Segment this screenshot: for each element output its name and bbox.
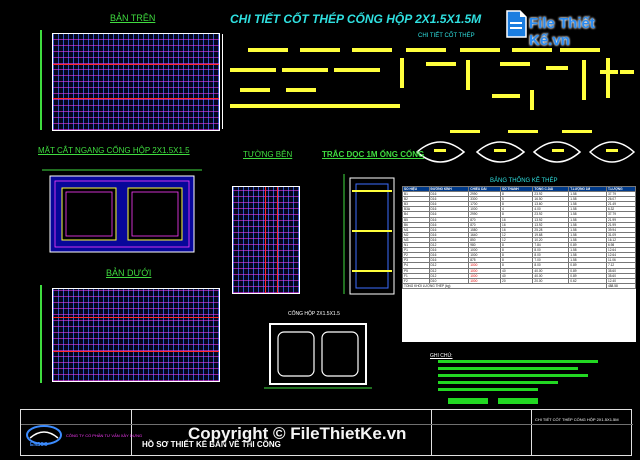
column-header: T.LƯỢNG (606, 185, 636, 193)
ensco-logo-icon (26, 425, 62, 445)
bottom-plan-view (52, 288, 220, 382)
dimension-line (40, 30, 42, 130)
longitudinal-label: TRẮC DỌC 1M ỐNG CỐNG (322, 150, 425, 159)
column-header: SỐ THANH (500, 185, 534, 193)
longitudinal-view (340, 170, 400, 298)
culvert-section-label: CỐNG HỘP 2X1.5X1.5 (288, 311, 340, 317)
dimension-line (222, 34, 223, 129)
design-stage: HỒ SƠ THIẾT KẾ BẢN VẼ THI CÔNG (142, 440, 281, 449)
watermark-brand: File Thiết Kế.vn (529, 15, 595, 49)
notes-label: GHI CHÚ: (430, 353, 453, 359)
top-plan-label: BẢN TRÊN (110, 13, 156, 23)
culvert-section-view (264, 318, 372, 390)
total-row: TỔNG KHỐI LƯỢNG THÉP (kg) 488.58 (402, 282, 636, 289)
column-header: ĐƯỜNG KÍNH (428, 185, 470, 193)
bottom-plan-label: BẢN DƯỚI (106, 268, 152, 278)
top-plan-view (52, 33, 220, 131)
rebar-detail-label: CHI TIẾT CỐT THÉP (418, 33, 475, 39)
dimension-line (40, 285, 42, 383)
steel-schedule-table: SỐ HIỆU ĐƯỜNG KÍNH CHIỀU DÀI SỐ THANH TỔ… (402, 185, 636, 342)
total-label: TỔNG KHỐI LƯỢNG THÉP (kg) (402, 282, 607, 289)
column-header: TỔNG C.DÀI (532, 185, 570, 193)
document-icon (506, 10, 527, 38)
title-block (20, 409, 633, 456)
side-wall-view (232, 186, 300, 294)
rebar-detail-view (230, 40, 635, 115)
cross-section-view (42, 166, 202, 261)
schedule-label: BẢNG THỐNG KÊ THÉP (490, 178, 558, 184)
copyright-watermark: Copyright © FileThietKe.vn (188, 424, 407, 443)
table-header-row: SỐ HIỆU ĐƯỜNG KÍNH CHIỀU DÀI SỐ THANH TỔ… (402, 185, 636, 193)
company-name: CÔNG TY CỔ PHẦN TƯ VẤN XÂY DỰNG (66, 433, 143, 438)
notes-block (438, 360, 608, 408)
rebar-hoop-row (412, 130, 637, 175)
watermark-logo: File Thiết Kế.vn (505, 8, 635, 49)
total-value: 488.58 (606, 282, 636, 289)
company-logo: ENSCO (24, 424, 64, 450)
side-wall-label: TƯỜNG BÊN (243, 150, 293, 159)
sheet-title: CHI TIẾT CỐT THÉP CỐNG HỘP 2X1.5X1.5M (535, 417, 619, 422)
cross-section-label: MẶT CẮT NGANG CỐNG HỘP 2X1.5X1.5 (38, 146, 190, 155)
drawing-title: CHI TIẾT CỐT THÉP CỐNG HỘP 2X1.5X1.5M (230, 12, 482, 26)
logo-text: ENSCO (30, 442, 48, 448)
